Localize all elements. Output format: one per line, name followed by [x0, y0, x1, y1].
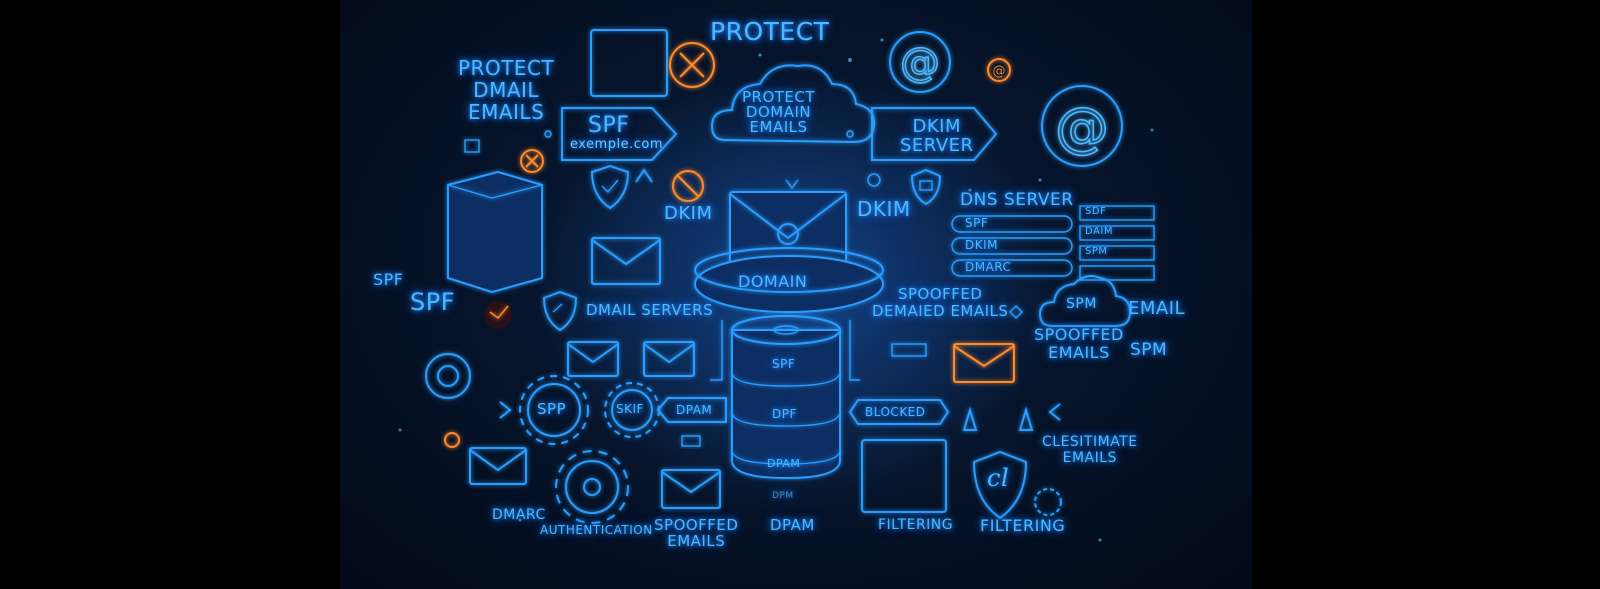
email-right-label: EMAIL	[1128, 298, 1186, 319]
small-tag-icon	[681, 435, 701, 447]
scale-icon	[962, 400, 1034, 448]
spf-small-label: SPF	[373, 270, 404, 289]
arrow-left-icon	[1048, 403, 1088, 421]
document-icon-top	[590, 29, 668, 97]
gear-spp-label: SPP	[537, 400, 567, 418]
envelope-icon-orange	[953, 343, 1015, 383]
domain-label: DOMAIN	[738, 272, 808, 291]
spf-large-label: SPF	[410, 288, 456, 316]
protect-dmail-emails-label: PROTECT DMAIL EMAILS	[458, 56, 555, 124]
gear-skif-label: SKIF	[616, 402, 644, 416]
shield-letter: cl	[987, 464, 1010, 492]
at-icon-small: @	[987, 58, 1011, 82]
authentication-label: AUTHENTICATION	[540, 523, 653, 537]
blocked-icon-left	[520, 149, 544, 173]
dns-daim-label: DAIM	[1085, 226, 1113, 237]
cloud-label: PROTECT DOMAIN EMAILS	[742, 88, 816, 136]
shield-icon-3	[542, 290, 578, 332]
dpam-left-label: DPAM	[676, 403, 713, 417]
database-cylinder-stack	[710, 315, 860, 520]
dns-sdf-label: SDF	[1085, 206, 1107, 217]
svg-text:@: @	[1055, 96, 1109, 159]
dmarc-label: DMARC	[492, 507, 546, 523]
cloud-icon	[710, 64, 925, 190]
gear-icon-large	[555, 450, 629, 524]
dns-spm-label: SPM	[1085, 246, 1108, 257]
blocked-icon-top	[669, 42, 715, 88]
small-orange-icon	[444, 432, 460, 448]
badge-icon	[1034, 488, 1062, 516]
spf-box-label: SPF	[588, 113, 630, 138]
dns-dkim-label: DKIM	[965, 238, 999, 252]
spoofed-bottom-label: SPOOFFED EMAILS	[654, 516, 739, 550]
shield-icon-large	[972, 450, 1028, 520]
small-tag-icon-2	[891, 343, 927, 357]
envelope-icon-2	[567, 341, 619, 377]
blocked-label: BLOCKED	[865, 405, 926, 419]
at-icon-right: @	[1041, 85, 1123, 167]
dmail-servers-label: DMAIL SERVERS	[586, 301, 714, 319]
svg-text:@: @	[993, 64, 1006, 79]
dkim-left-label: DKIM	[664, 203, 713, 224]
blocked-icon-mid	[672, 170, 704, 202]
dkim-server-label: DKIM SERVER	[900, 116, 974, 156]
gear-icon-spp	[519, 375, 589, 445]
decorative-dots	[398, 38, 1154, 542]
spm-right-label: SPM	[1130, 340, 1168, 360]
stack-dpm-label: DPM	[772, 491, 794, 501]
protect-title: PROTECT	[710, 17, 830, 46]
upload-arrow-icon	[635, 168, 653, 222]
diagram-artwork: @ @ @	[398, 29, 1155, 542]
small-circle-icon	[867, 173, 881, 187]
dpam-bottom-label: DPAM	[770, 516, 815, 534]
spf-domain-label: exemple.com	[570, 137, 663, 152]
stack-dpf-label: DPF	[772, 407, 797, 421]
dkim-arrow-box	[871, 107, 998, 161]
dns-spf-label: SPF	[965, 216, 989, 230]
envelope-icon-left	[540, 237, 696, 285]
stack-spf-label: SPF	[772, 357, 796, 371]
at-icon-top: @	[889, 31, 951, 93]
svg-text:@: @	[900, 40, 940, 86]
filtering-label-1: FILTERING	[878, 517, 954, 533]
dpam-tag-box	[656, 397, 727, 423]
clesitimate-label: CLESITIMATE EMAILS	[1042, 434, 1138, 466]
domain-platform	[640, 247, 944, 313]
dns-server-label: DNS SERVER	[960, 190, 1074, 210]
filtering-label-2: FILTERING	[980, 516, 1066, 535]
server-stack-icon	[447, 139, 543, 294]
blocked-tag-box	[848, 399, 950, 425]
diamond-icon	[1009, 305, 1023, 319]
spoofed-demaied-label: SPOOFFED DEMAIED EMAILS	[872, 285, 1009, 320]
dkim-right-label: DKIM	[857, 197, 911, 221]
spoofed-right-label: SPOOFFED EMAILS	[1034, 325, 1124, 362]
shield-icon-1	[590, 164, 630, 210]
spark-icon	[484, 301, 512, 329]
diagram-panel: @ @ @	[340, 0, 1252, 589]
dns-server-rows	[951, 205, 1155, 281]
dns-dmarc-label: DMARC	[965, 260, 1012, 274]
spm-cloud-label: SPM	[1066, 296, 1097, 312]
spm-cloud-icon	[1038, 275, 1132, 327]
envelope-icon-3	[643, 341, 695, 377]
envelope-icon-4	[469, 447, 527, 485]
spf-arrow-box	[470, 107, 678, 161]
target-icon	[422, 350, 474, 402]
arrow-right-icon	[460, 401, 512, 419]
filter-document-icon	[861, 439, 947, 513]
shield-icon-2	[910, 168, 942, 206]
stack-dpam-label: DPAM	[767, 457, 801, 470]
envelope-icon-5	[640, 469, 721, 509]
central-envelope-icon	[729, 191, 847, 265]
